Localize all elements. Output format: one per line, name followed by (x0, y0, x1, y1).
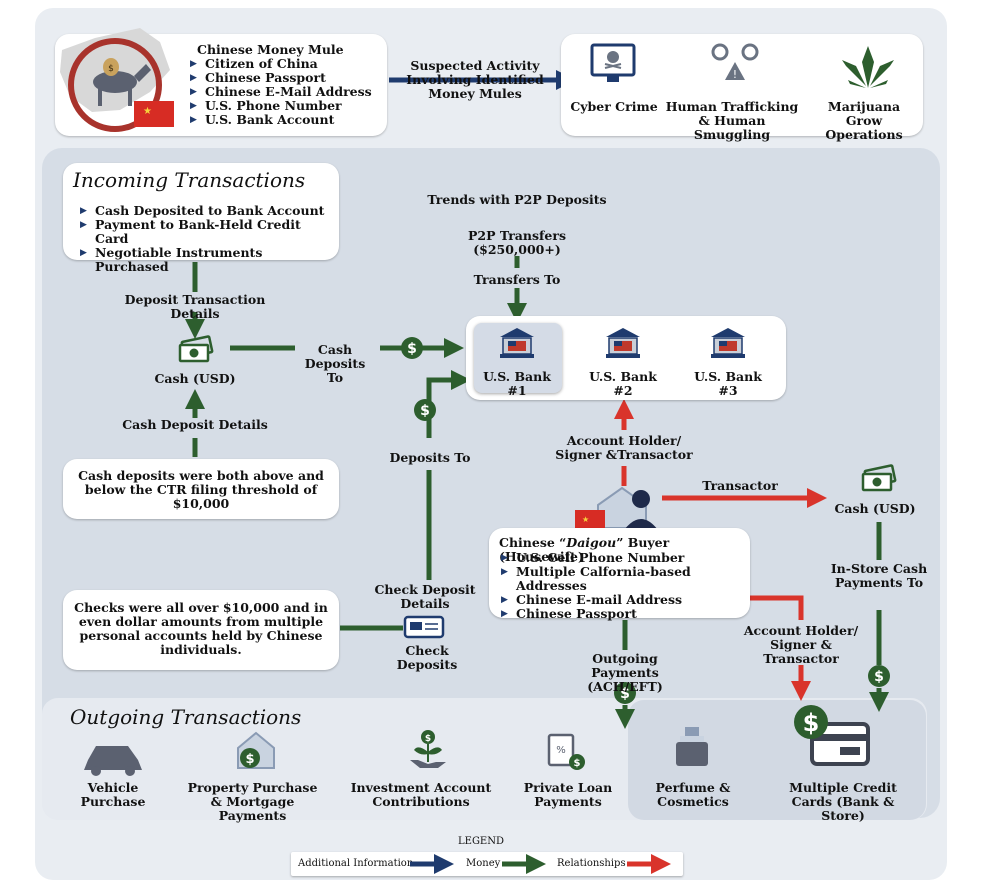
svg-text:$: $ (874, 669, 884, 685)
loan-document-icon: % $ (547, 733, 585, 770)
incoming-transactions-title: Incoming Transactions (73, 168, 306, 192)
dollar-coin-icon: $ (614, 682, 636, 704)
list-item: U.S. Bank Account (188, 113, 378, 128)
outgoing-investment: Investment Account Contributions (350, 780, 492, 809)
svg-text:$: $ (803, 709, 820, 737)
money-mule-title: Chinese Money Mule (197, 42, 344, 57)
svg-text:★: ★ (143, 106, 152, 117)
marijuana-leaf-icon (842, 46, 894, 88)
activity-cyber-crime: Cyber Crime (570, 99, 658, 114)
legend-title: LEGEND (458, 836, 504, 847)
bank-2-label: U.S. Bank #2 (589, 369, 657, 398)
investment-plant-icon: $ (410, 730, 446, 768)
legend-additional-info: Additional Information (298, 858, 414, 869)
legend-money: Money (466, 858, 501, 869)
outgoing-property: Property Purchase & Mortgage Payments (187, 780, 318, 823)
svg-text:$: $ (108, 64, 114, 74)
list-item: Chinese Passport (188, 71, 378, 86)
account-holder-top-label: Account Holder/ Signer &Transactor (555, 433, 693, 462)
svg-text:★: ★ (582, 515, 589, 524)
list-item: Chinese Passport (499, 607, 747, 622)
trends-p2p-label: Trends with P2P Deposits (427, 192, 607, 207)
svg-text:%: % (556, 745, 566, 756)
list-item: U.S. Phone Number (188, 99, 378, 114)
outgoing-loan: Private Loan Payments (523, 780, 613, 809)
deposits-to-label: Deposits To (389, 450, 471, 465)
list-item: Multiple Calfornia-based Addresses (499, 565, 747, 593)
activity-human-trafficking: Human Trafficking & Human Smuggling (665, 99, 799, 142)
svg-text:$: $ (245, 752, 254, 767)
money-mule-list: Citizen of China Chinese Passport Chines… (188, 57, 378, 128)
list-item: Chinese E-Mail Address (188, 85, 378, 100)
outgoing-perfume: Perfume & Cosmetics (655, 780, 731, 809)
cash-usd-left-label: Cash (USD) (154, 371, 236, 386)
list-item: Payment to Bank-Held Credit Card (78, 218, 334, 246)
cash-note-text: Cash deposits were both above and below … (78, 468, 324, 511)
svg-text:!: ! (733, 68, 737, 81)
credit-card-icon: $ (794, 705, 870, 766)
list-item: Chinese E-mail Address (499, 593, 747, 608)
perfume-bottle-icon (676, 727, 708, 766)
check-deposits-label: Check Deposits (396, 643, 458, 672)
cash-deposits-to-label: Cash Deposits To (304, 342, 366, 385)
p2p-transfers-label: P2P Transfers ($250,000+) (467, 228, 566, 257)
bank-icon (606, 328, 640, 358)
outgoing-transactions-title: Outgoing Transactions (70, 705, 302, 729)
legend-box (291, 852, 683, 876)
transfers-to-label: Transfers To (473, 272, 561, 287)
cyber-crime-icon (590, 43, 636, 82)
bank-3-label: U.S. Bank #3 (694, 369, 762, 398)
handcuffs-icon: ! (711, 43, 759, 81)
suspected-activity-label: Suspected Activity Involving Identified … (406, 58, 544, 101)
account-holder-bottom-label: Account Holder/ Signer & Transactor (743, 623, 859, 666)
daigou-title-pre: Chinese “ (499, 535, 567, 550)
activity-marijuana: Marijuana Grow Operations (825, 99, 903, 142)
bank-icon (711, 328, 745, 358)
daigou-list: U.S. Cell Phone Number Multiple Calforni… (499, 551, 747, 622)
svg-text:$: $ (407, 341, 417, 357)
outgoing-vehicle: Vehicle Purchase (80, 780, 146, 809)
bank-1-label: U.S. Bank #1 (483, 369, 551, 398)
dollar-coin-icon: $ (414, 399, 436, 421)
svg-text:$: $ (420, 403, 430, 419)
daigou-title-em: Daigou (566, 535, 617, 550)
in-store-label: In-Store Cash Payments To (830, 561, 928, 590)
legend-relationships: Relationships (557, 858, 626, 869)
list-item: Negotiable Instruments Purchased (78, 246, 334, 274)
bank-icon (500, 328, 534, 358)
outgoing-payments-label: Outgoing Payments (ACH/EFT) (587, 651, 663, 694)
dollar-coin-icon: $ (401, 337, 423, 359)
cash-deposit-details-label: Cash Deposit Details (122, 417, 268, 432)
svg-text:$: $ (620, 686, 630, 702)
outgoing-credit-cards: Multiple Credit Cards (Bank & Store) (789, 780, 897, 823)
checks-note-text: Checks were all over $10,000 and in even… (74, 600, 328, 657)
transactor-label: Transactor (702, 478, 778, 493)
list-item: Cash Deposited to Bank Account (78, 204, 334, 219)
check-deposit-details-label: Check Deposit Details (374, 582, 476, 611)
dollar-coin-icon: $ (868, 665, 890, 687)
car-icon (84, 746, 142, 776)
incoming-list: Cash Deposited to Bank Account Payment t… (78, 204, 334, 274)
checks-note-card (63, 590, 339, 670)
list-item: Citizen of China (188, 57, 378, 72)
svg-text:$: $ (574, 758, 581, 769)
house-icon: $ (237, 731, 275, 769)
cash-usd-right-label: Cash (USD) (834, 501, 916, 516)
deposit-transaction-details-label: Deposit Transaction Details (124, 292, 266, 321)
money-mule-text: Chinese Money Mule Citizen of China Chin… (188, 42, 378, 128)
cash-note-card (63, 459, 339, 519)
svg-text:$: $ (425, 734, 431, 744)
list-item: U.S. Cell Phone Number (499, 551, 747, 566)
